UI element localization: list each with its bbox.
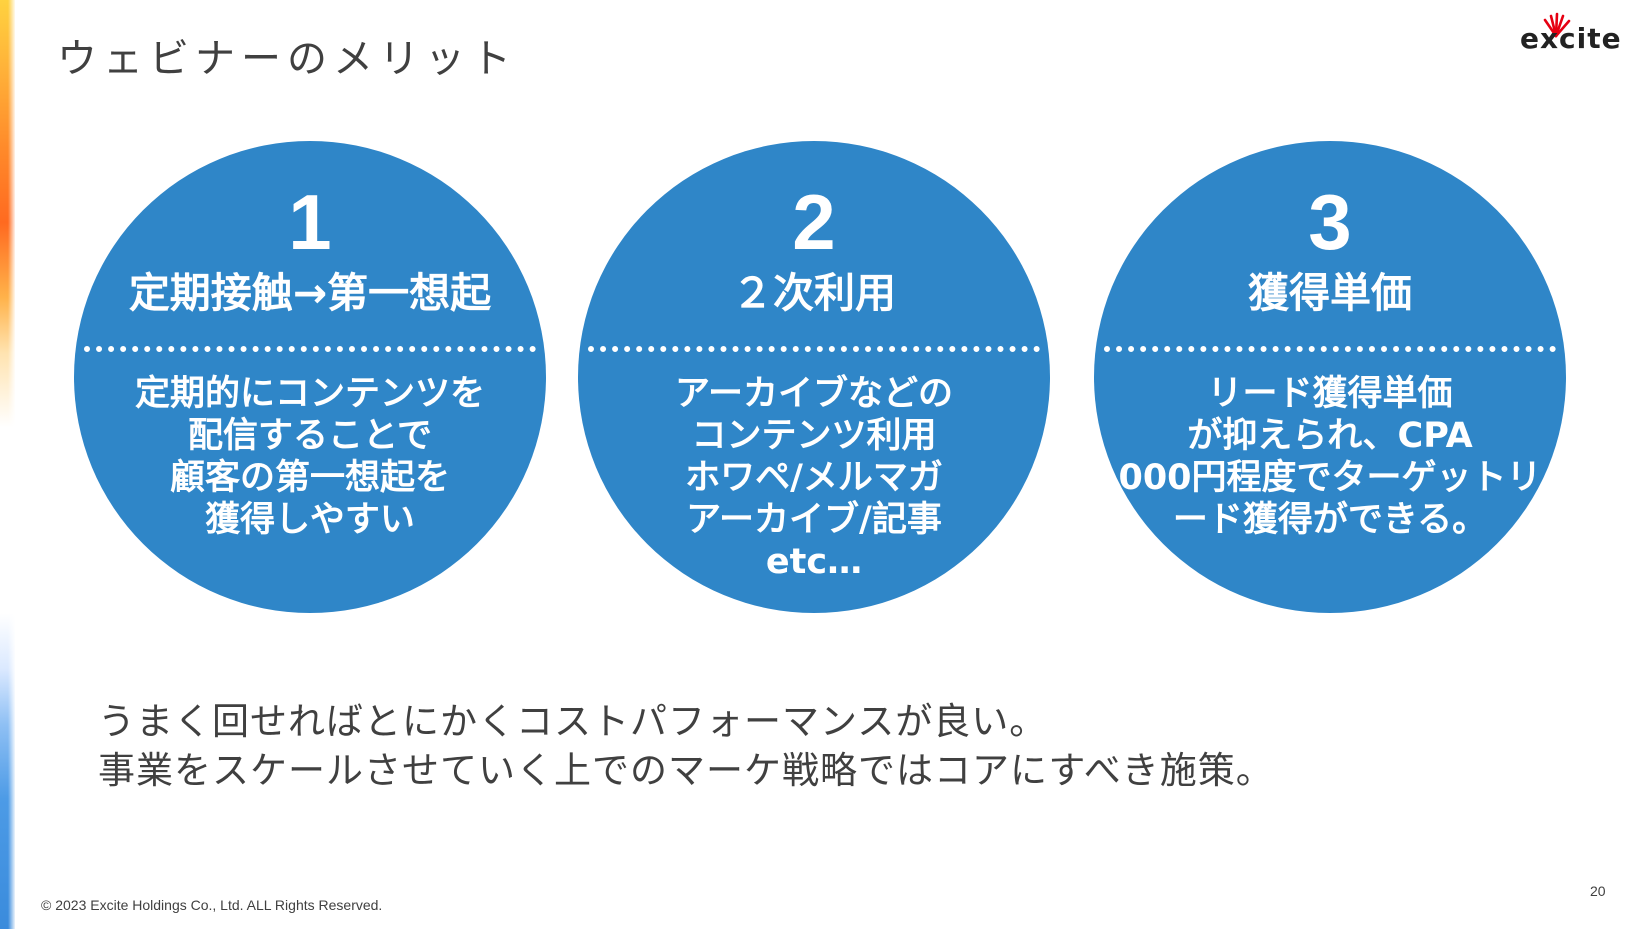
- merit-description: アーカイブなどの コンテンツ利用 ホワペ/メルマガ アーカイブ/記事 etc…: [578, 373, 1050, 583]
- description-line: が抑えられ、CPA: [1187, 416, 1473, 456]
- merit-circle-3: 3 獲得単価 リード獲得単価 が抑えられ、CPA 000円程度でターゲットリ ー…: [1094, 141, 1566, 613]
- description-line: 000円程度でターゲットリ: [1118, 458, 1542, 498]
- description-line: ホワペ/メルマガ: [685, 458, 943, 498]
- copyright-footer: © 2023 Excite Holdings Co., Ltd. ALL Rig…: [41, 897, 383, 913]
- description-line: リード獲得単価: [1207, 374, 1453, 414]
- dotted-divider: [84, 346, 536, 352]
- description-line: 獲得しやすい: [205, 500, 415, 540]
- description-line: 顧客の第一想起を: [169, 458, 450, 498]
- description-line: 配信することで: [188, 416, 432, 456]
- merit-description: 定期的にコンテンツを 配信することで 顧客の第一想起を 獲得しやすい: [74, 373, 546, 541]
- dotted-divider: [1104, 346, 1556, 352]
- merit-circle-1: 1 定期接触→第一想起 定期的にコンテンツを 配信することで 顧客の第一想起を …: [74, 141, 546, 613]
- merit-description: リード獲得単価 が抑えられ、CPA 000円程度でターゲットリ ード獲得ができる…: [1094, 373, 1566, 541]
- merit-number: 3: [1308, 178, 1352, 266]
- merit-heading: 定期接触→第一想起: [128, 269, 492, 317]
- logo-text: excite: [1520, 22, 1622, 55]
- merit-circle-2: 2 ２次利用 アーカイブなどの コンテンツ利用 ホワペ/メルマガ アーカイブ/記…: [578, 141, 1050, 613]
- slide-title: ウェビナーのメリット: [57, 36, 517, 82]
- merit-heading: ２次利用: [732, 269, 896, 317]
- description-line: アーカイブなどの: [675, 374, 953, 414]
- excite-logo: excite: [1520, 12, 1625, 62]
- description-line: ード獲得ができる。: [1172, 500, 1488, 540]
- description-line: etc…: [765, 542, 863, 582]
- merit-number: 1: [288, 178, 332, 266]
- description-line: コンテンツ利用: [691, 416, 937, 456]
- page-number: 20: [1590, 883, 1606, 899]
- logo-burst-icon: [1543, 12, 1571, 38]
- summary-text: うまく回せればとにかくコストパフォーマンスが良い。 事業をスケールさせていく上で…: [98, 697, 1274, 795]
- decorative-side-stripe: [0, 0, 15, 929]
- merit-heading: 獲得単価: [1248, 269, 1412, 317]
- dotted-divider: [588, 346, 1040, 352]
- description-line: アーカイブ/記事: [686, 500, 942, 540]
- merit-number: 2: [792, 178, 836, 266]
- description-line: 定期的にコンテンツを: [134, 374, 485, 414]
- summary-line-1: うまく回せればとにかくコストパフォーマンスが良い。: [98, 700, 1048, 743]
- summary-line-2: 事業をスケールさせていく上でのマーケ戦略ではコアにすべき施策。: [98, 749, 1274, 792]
